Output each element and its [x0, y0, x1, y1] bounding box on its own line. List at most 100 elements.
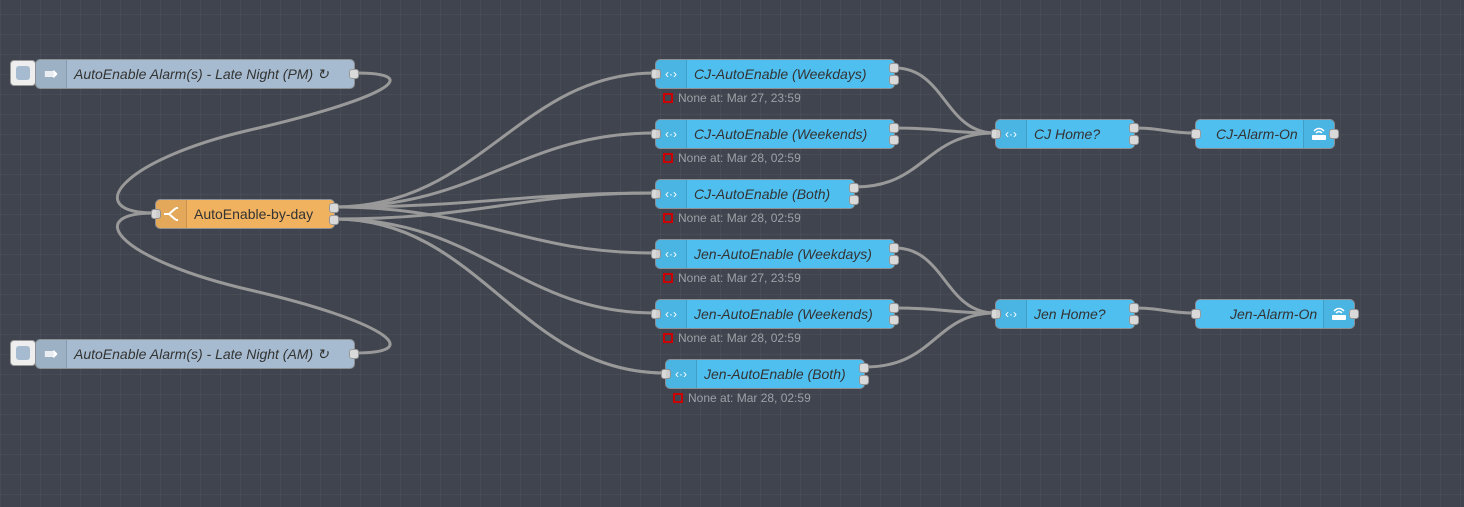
home-assistant-icon: ‹·› — [996, 120, 1027, 148]
output-port[interactable] — [849, 183, 859, 193]
home-assistant-icon: ‹·› — [656, 60, 687, 88]
input-port[interactable] — [651, 129, 661, 139]
input-port[interactable] — [651, 69, 661, 79]
node-label: Jen-AutoEnable (Weekends) — [694, 306, 873, 322]
status-error-icon — [663, 333, 673, 343]
wire — [863, 311, 997, 369]
switch-node[interactable]: AutoEnable-by-day — [151, 199, 339, 229]
output-port[interactable] — [859, 375, 869, 385]
status-error-icon — [663, 213, 673, 223]
wire — [115, 211, 392, 355]
node-status: None at: Mar 28, 02:59 — [678, 151, 801, 165]
cj-weekdays-node[interactable]: ‹·› CJ-AutoEnable (Weekdays) — [651, 59, 899, 89]
jen-both-node[interactable]: ‹·› Jen-AutoEnable (Both) — [661, 359, 869, 389]
output-port[interactable] — [889, 303, 899, 313]
jen-weekends-node[interactable]: ‹·› Jen-AutoEnable (Weekends) — [651, 299, 899, 329]
jen-home-node[interactable]: ‹·› Jen Home? — [991, 299, 1139, 329]
output-port[interactable] — [889, 75, 899, 85]
status-error-icon — [663, 153, 673, 163]
wire — [893, 66, 997, 135]
node-label: Jen-Alarm-On — [1230, 306, 1318, 322]
node-label: CJ Home? — [1034, 126, 1101, 142]
home-assistant-icon: ‹·› — [656, 300, 687, 328]
wire — [333, 217, 667, 375]
input-port[interactable] — [651, 249, 661, 259]
output-port[interactable] — [349, 349, 359, 359]
wire — [333, 217, 657, 315]
status-error-icon — [663, 93, 673, 103]
input-port[interactable] — [991, 129, 1001, 139]
node-label: Jen Home? — [1034, 306, 1106, 322]
inject-arrow-icon: ⇛ — [36, 60, 67, 88]
node-label: AutoEnable Alarm(s) - Late Night (AM) ↻ — [74, 346, 329, 362]
cj-weekends-node[interactable]: ‹·› CJ-AutoEnable (Weekends) — [651, 119, 899, 149]
node-label: AutoEnable Alarm(s) - Late Night (PM) ↻ — [74, 66, 329, 82]
jen-alarm-node[interactable]: Jen-Alarm-On — [1191, 299, 1359, 329]
output-port[interactable] — [1329, 129, 1339, 139]
input-port[interactable] — [651, 189, 661, 199]
wire — [115, 71, 392, 215]
wire — [853, 131, 997, 189]
node-status: None at: Mar 28, 02:59 — [678, 211, 801, 225]
output-port[interactable] — [329, 203, 339, 213]
output-port[interactable] — [1129, 315, 1139, 325]
wire — [333, 191, 657, 221]
output-port[interactable] — [889, 63, 899, 73]
jen-weekdays-node[interactable]: ‹·› Jen-AutoEnable (Weekdays) — [651, 239, 899, 269]
wire — [1133, 306, 1197, 315]
output-port[interactable] — [1349, 309, 1359, 319]
home-assistant-icon: ‹·› — [656, 120, 687, 148]
wire — [333, 71, 657, 209]
status-error-icon — [673, 393, 683, 403]
output-port[interactable] — [329, 215, 339, 225]
node-status: None at: Mar 27, 23:59 — [678, 91, 801, 105]
cj-home-node[interactable]: ‹·› CJ Home? — [991, 119, 1139, 149]
switch-icon — [156, 200, 187, 228]
home-assistant-icon: ‹·› — [656, 180, 687, 208]
home-assistant-icon: ‹·› — [656, 240, 687, 268]
input-port[interactable] — [661, 369, 671, 379]
inject-arrow-icon: ⇛ — [36, 340, 67, 368]
output-port[interactable] — [889, 135, 899, 145]
input-port[interactable] — [991, 309, 1001, 319]
output-port[interactable] — [889, 255, 899, 265]
node-label: CJ-Alarm-On — [1216, 126, 1298, 142]
node-status: None at: Mar 28, 02:59 — [688, 391, 811, 405]
cj-both-node[interactable]: ‹·› CJ-AutoEnable (Both) — [651, 179, 859, 209]
input-port[interactable] — [1191, 309, 1201, 319]
input-port[interactable] — [1191, 129, 1201, 139]
inject-pm-trigger-button[interactable] — [10, 60, 36, 86]
wire — [1133, 126, 1197, 135]
wire — [333, 131, 657, 209]
input-port[interactable] — [651, 309, 661, 319]
node-label: Jen-AutoEnable (Both) — [704, 366, 846, 382]
node-label: CJ-AutoEnable (Weekdays) — [694, 66, 867, 82]
inject-node-am[interactable]: ⇛ AutoEnable Alarm(s) - Late Night (AM) … — [35, 339, 359, 369]
output-port[interactable] — [1129, 123, 1139, 133]
output-port[interactable] — [889, 243, 899, 253]
node-status: None at: Mar 28, 02:59 — [678, 331, 801, 345]
home-assistant-icon: ‹·› — [996, 300, 1027, 328]
router-icon — [1323, 300, 1354, 328]
inject-am-trigger-button[interactable] — [10, 340, 36, 366]
output-port[interactable] — [1129, 135, 1139, 145]
inject-node-pm[interactable]: ⇛ AutoEnable Alarm(s) - Late Night (PM) … — [35, 59, 359, 89]
output-port[interactable] — [859, 363, 869, 373]
router-icon — [1303, 120, 1334, 148]
cj-alarm-node[interactable]: CJ-Alarm-On — [1191, 119, 1339, 149]
node-status: None at: Mar 27, 23:59 — [678, 271, 801, 285]
wire — [893, 246, 997, 315]
output-port[interactable] — [849, 195, 859, 205]
output-port[interactable] — [1129, 303, 1139, 313]
node-label: CJ-AutoEnable (Both) — [694, 186, 831, 202]
input-port[interactable] — [151, 209, 161, 219]
node-label: AutoEnable-by-day — [194, 206, 314, 222]
status-error-icon — [663, 273, 673, 283]
output-port[interactable] — [889, 315, 899, 325]
home-assistant-icon: ‹·› — [666, 360, 697, 388]
output-port[interactable] — [889, 123, 899, 133]
output-port[interactable] — [349, 69, 359, 79]
node-label: CJ-AutoEnable (Weekends) — [694, 126, 868, 142]
